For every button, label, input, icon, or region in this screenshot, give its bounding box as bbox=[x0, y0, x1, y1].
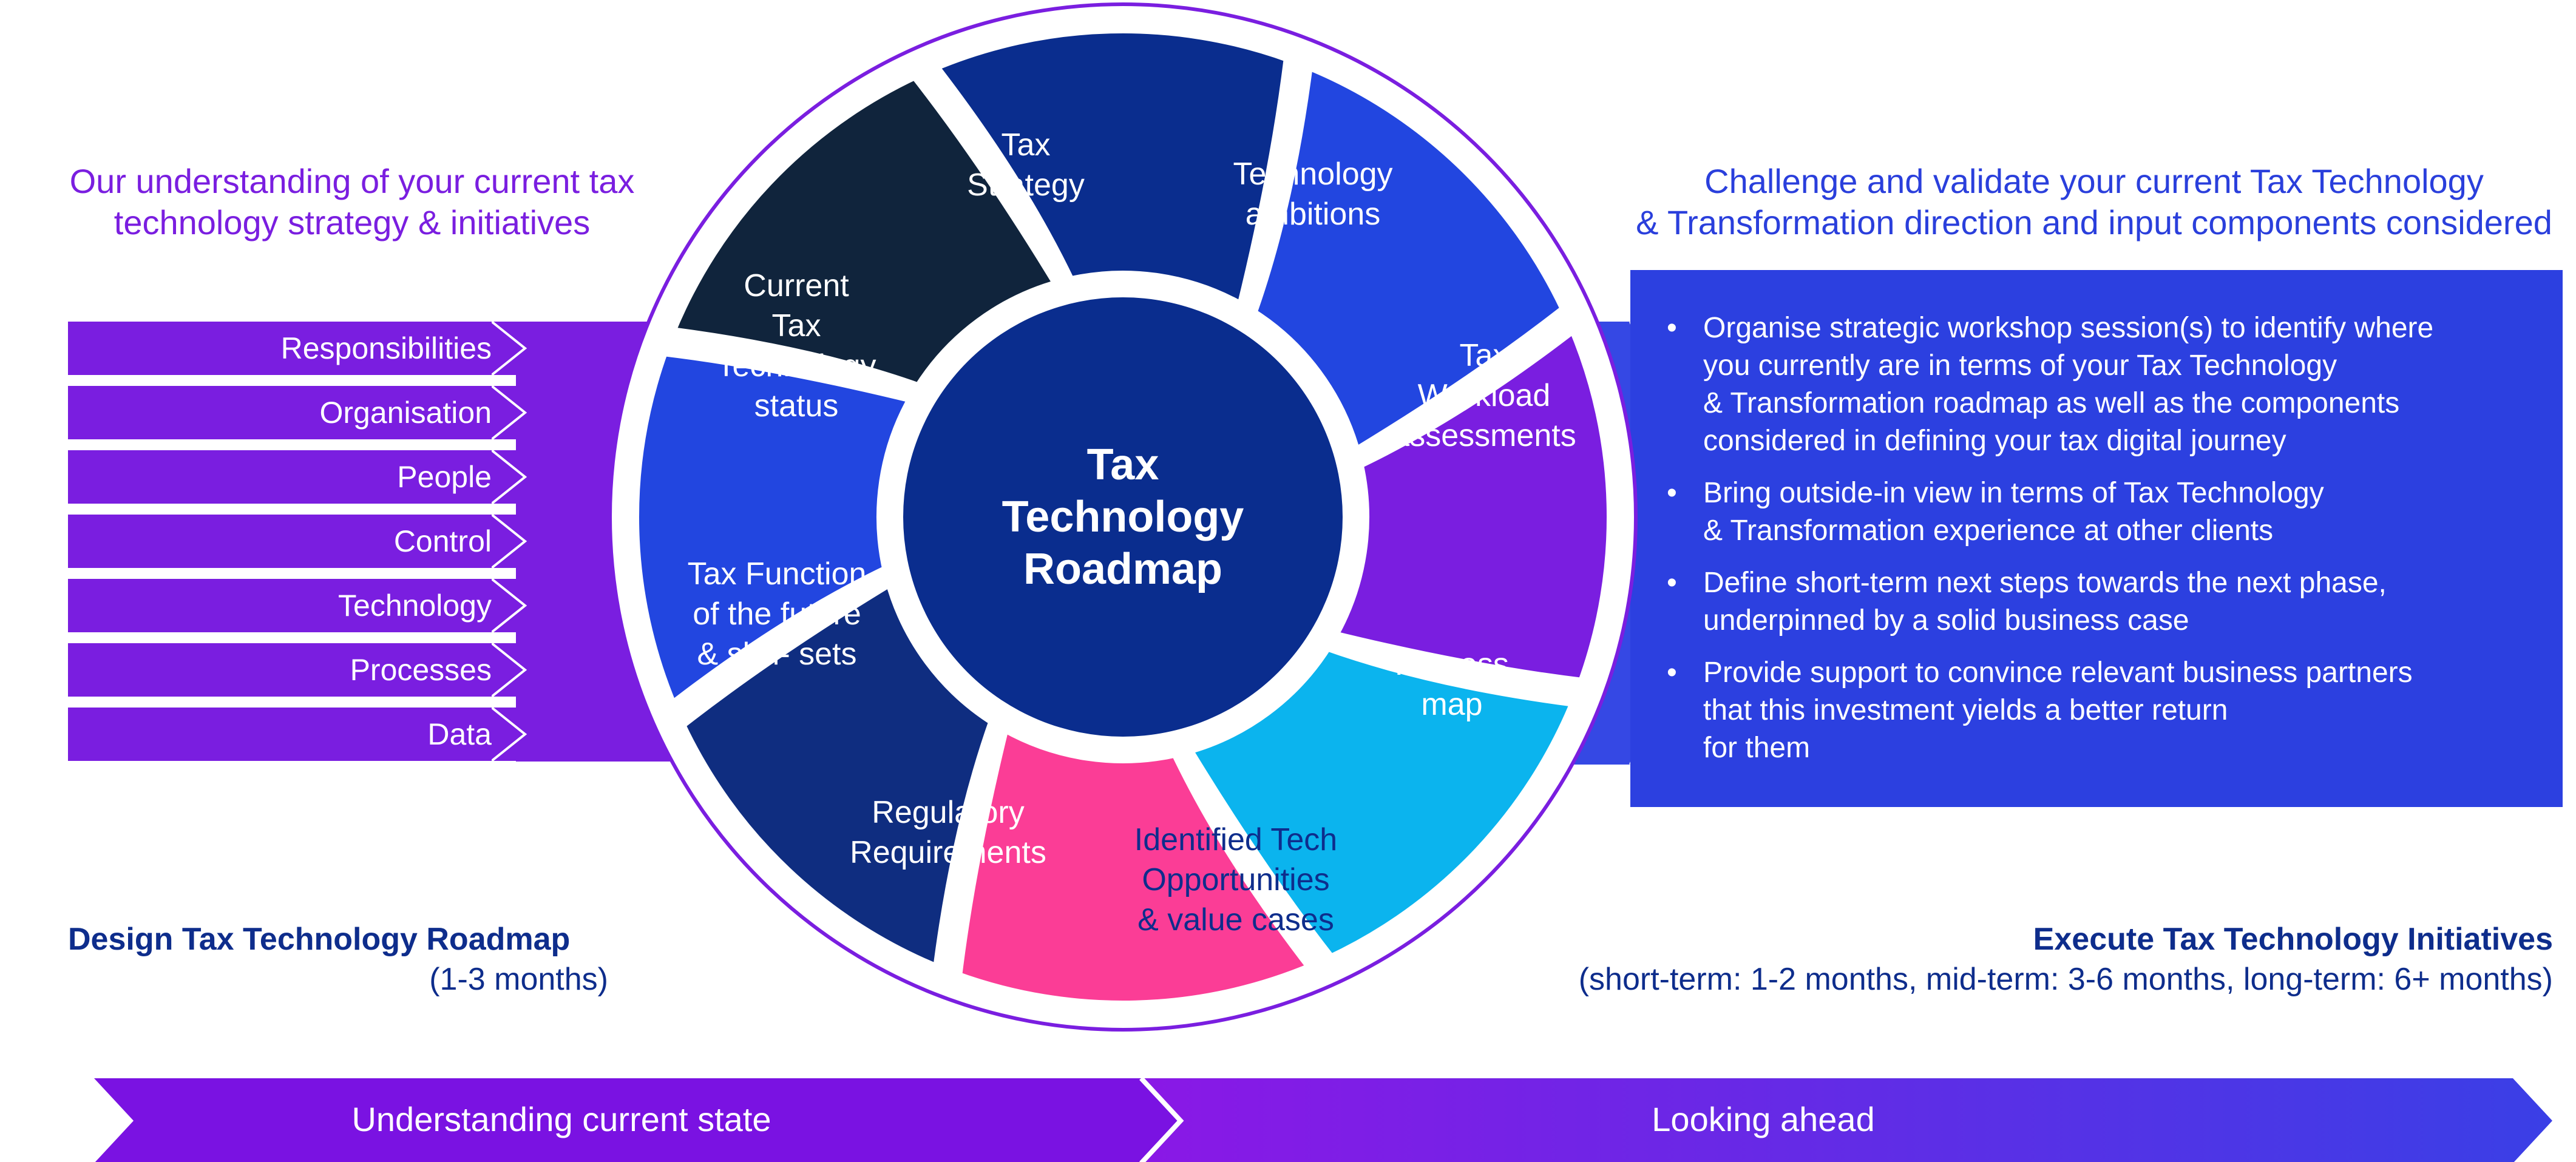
bullet-line: & Transformation experience at other cli… bbox=[1703, 515, 2274, 547]
segment-line: & value cases bbox=[1137, 902, 1334, 937]
segment-label-current-status: Current Tax Technology status bbox=[716, 266, 876, 426]
segment-label-technology-ambitions: Technology ambitions bbox=[1233, 154, 1392, 234]
bullet-line: Bring outside-in view in terms of Tax Te… bbox=[1703, 477, 2324, 509]
phase-left-title: Design Tax Technology Roadmap bbox=[68, 922, 571, 957]
wheel-segment-technology-ambitions bbox=[924, 20, 1298, 316]
wheel-segments bbox=[626, 20, 1620, 1014]
right-heading: Challenge and validate your current Tax … bbox=[1627, 161, 2561, 243]
segment-label-regulatory: Regulatory Requirements bbox=[850, 792, 1046, 873]
segment-line: Requirements bbox=[850, 835, 1046, 870]
segment-line: & skill- sets bbox=[697, 637, 857, 672]
segment-label-tech-opportunities: Identified Tech Opportunities & value ca… bbox=[1134, 820, 1337, 940]
component-label: Technology bbox=[338, 589, 492, 623]
timeline-segment-current bbox=[94, 1078, 1181, 1162]
bullet-item: Define short-term next steps towards the… bbox=[1667, 564, 2538, 640]
center-title-line: Technology bbox=[1002, 493, 1244, 541]
chevron-right-icon bbox=[492, 450, 527, 504]
bullet-item: Provide support to convince relevant bus… bbox=[1667, 654, 2538, 767]
center-title-line: Tax bbox=[1086, 441, 1159, 489]
wheel-segment-current-status bbox=[626, 342, 922, 715]
segment-line: Tax bbox=[771, 308, 821, 343]
segment-line: Process bbox=[1395, 647, 1509, 682]
chevron-right-icon bbox=[492, 579, 527, 632]
segment-line: ambitions bbox=[1245, 197, 1381, 232]
right-heading-line: & Transformation direction and input com… bbox=[1636, 203, 2552, 242]
left-heading: Our understanding of your current tax te… bbox=[36, 161, 668, 243]
right-heading-line: Challenge and validate your current Tax … bbox=[1704, 162, 2484, 200]
component-strip: People bbox=[68, 450, 535, 504]
segment-line: Workload bbox=[1417, 378, 1551, 413]
wheel-segment-tax-workload bbox=[1243, 55, 1574, 462]
bullet-line: for them bbox=[1703, 732, 1811, 764]
segment-line: Technology bbox=[1233, 157, 1393, 192]
wheel-segment-process-map bbox=[1324, 319, 1620, 692]
left-heading-line: technology strategy & initiatives bbox=[114, 203, 591, 242]
bullet-item: Bring outside-in view in terms of Tax Te… bbox=[1667, 475, 2538, 550]
bullet-line: Organise strategic workshop session(s) t… bbox=[1703, 312, 2434, 344]
segment-label-tax-workload: Tax Workload assessments bbox=[1392, 336, 1576, 456]
timeline-segment-ahead bbox=[1141, 1078, 2552, 1162]
segment-line: Identified Tech bbox=[1134, 822, 1338, 857]
bullet-line: considered in defining your tax digital … bbox=[1703, 425, 2286, 457]
segment-line: Opportunities bbox=[1142, 862, 1330, 897]
bullet-line: Provide support to convince relevant bus… bbox=[1703, 657, 2413, 689]
segment-line: Tax bbox=[1001, 127, 1051, 163]
component-strip: Control bbox=[68, 515, 535, 568]
left-heading-line: Our understanding of your current tax bbox=[69, 162, 635, 200]
component-label: Organisation bbox=[319, 396, 492, 430]
component-strip: Organisation bbox=[68, 386, 535, 439]
component-strip: Responsibilities bbox=[68, 322, 535, 375]
segment-line: Tax Function bbox=[687, 556, 867, 592]
segment-label-process-map: Process map bbox=[1395, 644, 1509, 725]
component-label: Responsibilities bbox=[280, 331, 492, 365]
bullet-line: Define short-term next steps towards the… bbox=[1703, 567, 2387, 599]
segment-line: Regulatory bbox=[872, 795, 1025, 830]
bullet-line: underpinned by a solid business case bbox=[1703, 604, 2189, 637]
chevron-right-icon bbox=[492, 322, 527, 375]
wheel-segment-tax-strategy bbox=[661, 66, 1068, 397]
segment-line: map bbox=[1421, 687, 1483, 722]
segment-line: Strategy bbox=[967, 167, 1085, 203]
approach-bullet-box: Organise strategic workshop session(s) t… bbox=[1630, 270, 2563, 807]
component-strip: Technology bbox=[68, 579, 535, 632]
bullet-item: Organise strategic workshop session(s) t… bbox=[1667, 309, 2538, 460]
component-strip: Processes bbox=[68, 643, 535, 697]
segment-line: assessments bbox=[1392, 418, 1576, 453]
component-label: Processes bbox=[350, 653, 492, 687]
chevron-right-icon bbox=[492, 708, 527, 761]
timeline-arrow bbox=[94, 1076, 2552, 1162]
segment-label-tax-strategy: Tax Strategy bbox=[967, 125, 1085, 205]
timeline-label-ahead: Looking ahead bbox=[1652, 1100, 1875, 1138]
wheel-segment-tax-function bbox=[671, 572, 1003, 979]
segment-line: Current bbox=[744, 268, 849, 303]
bullet-line: & Transformation roadmap as well as the … bbox=[1703, 387, 2400, 419]
bullet-line: you currently are in terms of your Tax T… bbox=[1703, 350, 2337, 382]
phase-right-duration: (short-term: 1-2 months, mid-term: 3-6 m… bbox=[1578, 962, 2553, 997]
segment-line: of the future bbox=[693, 596, 861, 632]
phase-left-duration: (1-3 months) bbox=[429, 962, 608, 997]
center-title-line: Roadmap bbox=[1023, 545, 1223, 593]
segment-line: Tax bbox=[1459, 338, 1509, 373]
timeline-label-current: Understanding current state bbox=[351, 1100, 771, 1138]
wheel-segment-tech-opportunities bbox=[1178, 637, 1585, 968]
wheel-center bbox=[903, 297, 1343, 737]
segment-line: Technology bbox=[716, 348, 876, 383]
component-label: Control bbox=[393, 524, 492, 558]
component-label: People bbox=[397, 460, 492, 494]
chevron-right-icon bbox=[492, 386, 527, 439]
segment-line: status bbox=[754, 388, 839, 424]
segment-label-tax-function: Tax Function of the future & skill- sets bbox=[688, 554, 867, 674]
chevron-right-icon bbox=[492, 515, 527, 568]
wheel-segment-regulatory bbox=[948, 718, 1321, 1014]
phase-right-title: Execute Tax Technology Initiatives bbox=[2033, 922, 2553, 957]
center-title: Tax Technology Roadmap bbox=[1002, 439, 1244, 595]
bullet-line: that this investment yields a better ret… bbox=[1703, 694, 2228, 726]
component-strip: Data bbox=[68, 708, 535, 761]
chevron-right-icon bbox=[492, 643, 527, 697]
component-label: Data bbox=[427, 717, 492, 751]
